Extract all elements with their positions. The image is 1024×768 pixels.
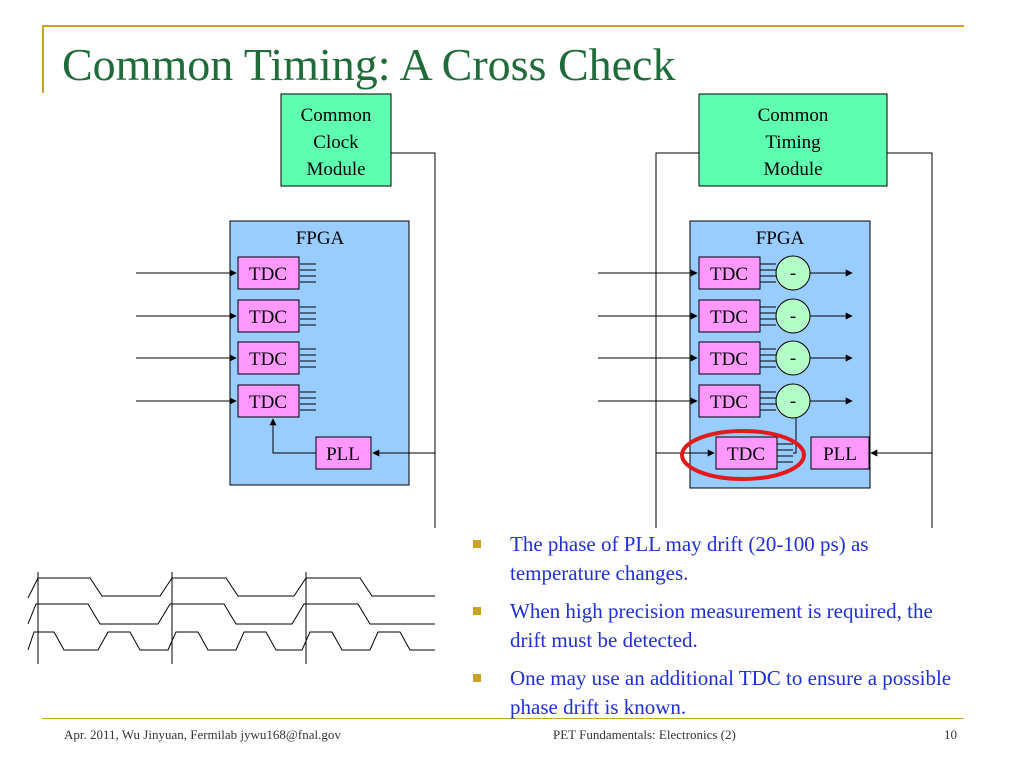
reference-tdc-output-bus [777, 443, 793, 463]
pll-box [315, 436, 372, 470]
subtractor-label: - [790, 348, 796, 369]
tdc-output-bus [300, 391, 316, 411]
tdc-output-bus [300, 348, 316, 368]
reference-tdc-box [715, 436, 778, 470]
pll-label: PLL [326, 444, 360, 465]
footer-page-number: 10 [944, 727, 957, 742]
common-timing-module-box [698, 93, 888, 187]
fpga-label: FPGA [296, 228, 345, 249]
tdc-output-bus [760, 306, 776, 326]
pll-to-tdc-arrow [269, 418, 316, 454]
bullet-item: One may use an additional TDC to ensure … [470, 664, 970, 722]
subtractor-label: - [790, 263, 796, 284]
slide-title: Common Timing: A Cross Check [62, 39, 676, 90]
footer-left: Apr. 2011, Wu Jinyuan, Fermilab jywu168@… [64, 727, 341, 742]
footer-center: PET Fundamentals: Electronics (2) [553, 727, 736, 742]
tdc-label: TDC [249, 349, 287, 370]
clock-distribution-line [391, 152, 436, 528]
tdc-output-bus [300, 263, 316, 283]
reference-to-subtractors-line [793, 418, 797, 454]
tdc-label: TDC [249, 307, 287, 328]
highlight-ellipse [680, 429, 806, 481]
tdc-output-bus [760, 263, 776, 283]
subtractor-label: - [790, 306, 796, 327]
subtractor-label: - [790, 391, 796, 412]
tdc-box [237, 299, 300, 333]
waveform-trace-2 [27, 603, 435, 625]
tdc-output-bus [760, 348, 776, 368]
tdc-label: TDC [710, 392, 748, 413]
tdc-output-bus [300, 306, 316, 326]
module-line-3: Module [306, 159, 365, 180]
common-clock-module-box [280, 93, 392, 187]
module-line-2: Clock [313, 132, 359, 153]
clock-distribution-line [887, 152, 933, 528]
pll-label: PLL [823, 444, 857, 465]
tdc-box [237, 256, 300, 290]
module-line-1: Common [758, 105, 829, 126]
frame-bottom-line [42, 718, 964, 719]
tdc-label: TDC [249, 392, 287, 413]
right-timing-diagram: Common Timing Module FPGA TDC - TDC - TD… [598, 93, 933, 528]
tdc-box [698, 384, 761, 418]
reference-tdc-label: TDC [727, 444, 765, 465]
tdc-box [237, 384, 300, 418]
bullet-list: The phase of PLL may drift (20-100 ps) a… [470, 530, 970, 731]
tdc-label: TDC [710, 264, 748, 285]
tdc-output-bus [760, 391, 776, 411]
waveform-trace-3 [27, 631, 435, 651]
frame-left-line [42, 25, 44, 93]
left-clock-diagram: Common Clock Module FPGA TDC TDC TDC TDC… [136, 93, 436, 528]
fpga-label: FPGA [756, 228, 805, 249]
frame-top-line [42, 25, 964, 27]
reference-signal-line [655, 152, 699, 528]
tdc-box [698, 341, 761, 375]
module-line-3: Module [763, 159, 822, 180]
tdc-box [237, 341, 300, 375]
module-line-1: Common [301, 105, 372, 126]
tdc-label: TDC [710, 349, 748, 370]
tdc-label: TDC [249, 264, 287, 285]
bullet-item: When high precision measurement is requi… [470, 597, 970, 655]
clock-waveforms [27, 572, 435, 664]
module-line-2: Timing [765, 132, 821, 153]
tdc-label: TDC [710, 307, 748, 328]
tdc-box [698, 299, 761, 333]
tdc-box [698, 256, 761, 290]
pll-box [810, 436, 870, 470]
waveform-trace-1 [27, 577, 435, 599]
bullet-item: The phase of PLL may drift (20-100 ps) a… [470, 530, 970, 588]
